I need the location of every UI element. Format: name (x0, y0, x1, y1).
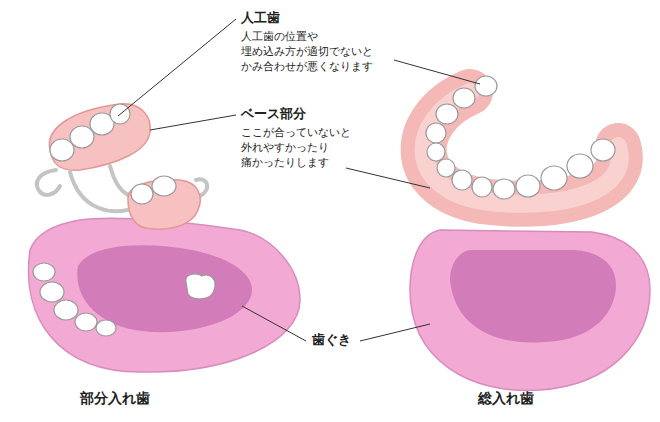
part-name: 人工歯 (241, 10, 381, 26)
gum-shape (28, 218, 300, 372)
part-note: 人工歯の位置や 埋め込み方が適切でないと かみ合わせが悪くなります (241, 29, 391, 74)
leader-line (118, 19, 480, 341)
denture-base (424, 92, 620, 204)
gum-shape (410, 230, 650, 390)
palate-shape (77, 245, 252, 332)
artificial-teeth (50, 104, 130, 161)
denture-base (49, 104, 150, 170)
part-name: 歯ぐき (312, 332, 372, 348)
artificial-teeth (426, 76, 615, 199)
part-name: ベース部分 (241, 106, 381, 122)
remaining-teeth (33, 263, 215, 336)
part-note: ここが合っていないと 外れやすかったり 痛かったりします (241, 125, 391, 170)
denture-base-gloss (424, 92, 620, 204)
figure-caption: 部分入れ歯 (80, 389, 200, 407)
figure-caption: 総入れ歯 (478, 389, 598, 407)
artificial-teeth (131, 176, 176, 204)
palate-shape (450, 250, 616, 343)
